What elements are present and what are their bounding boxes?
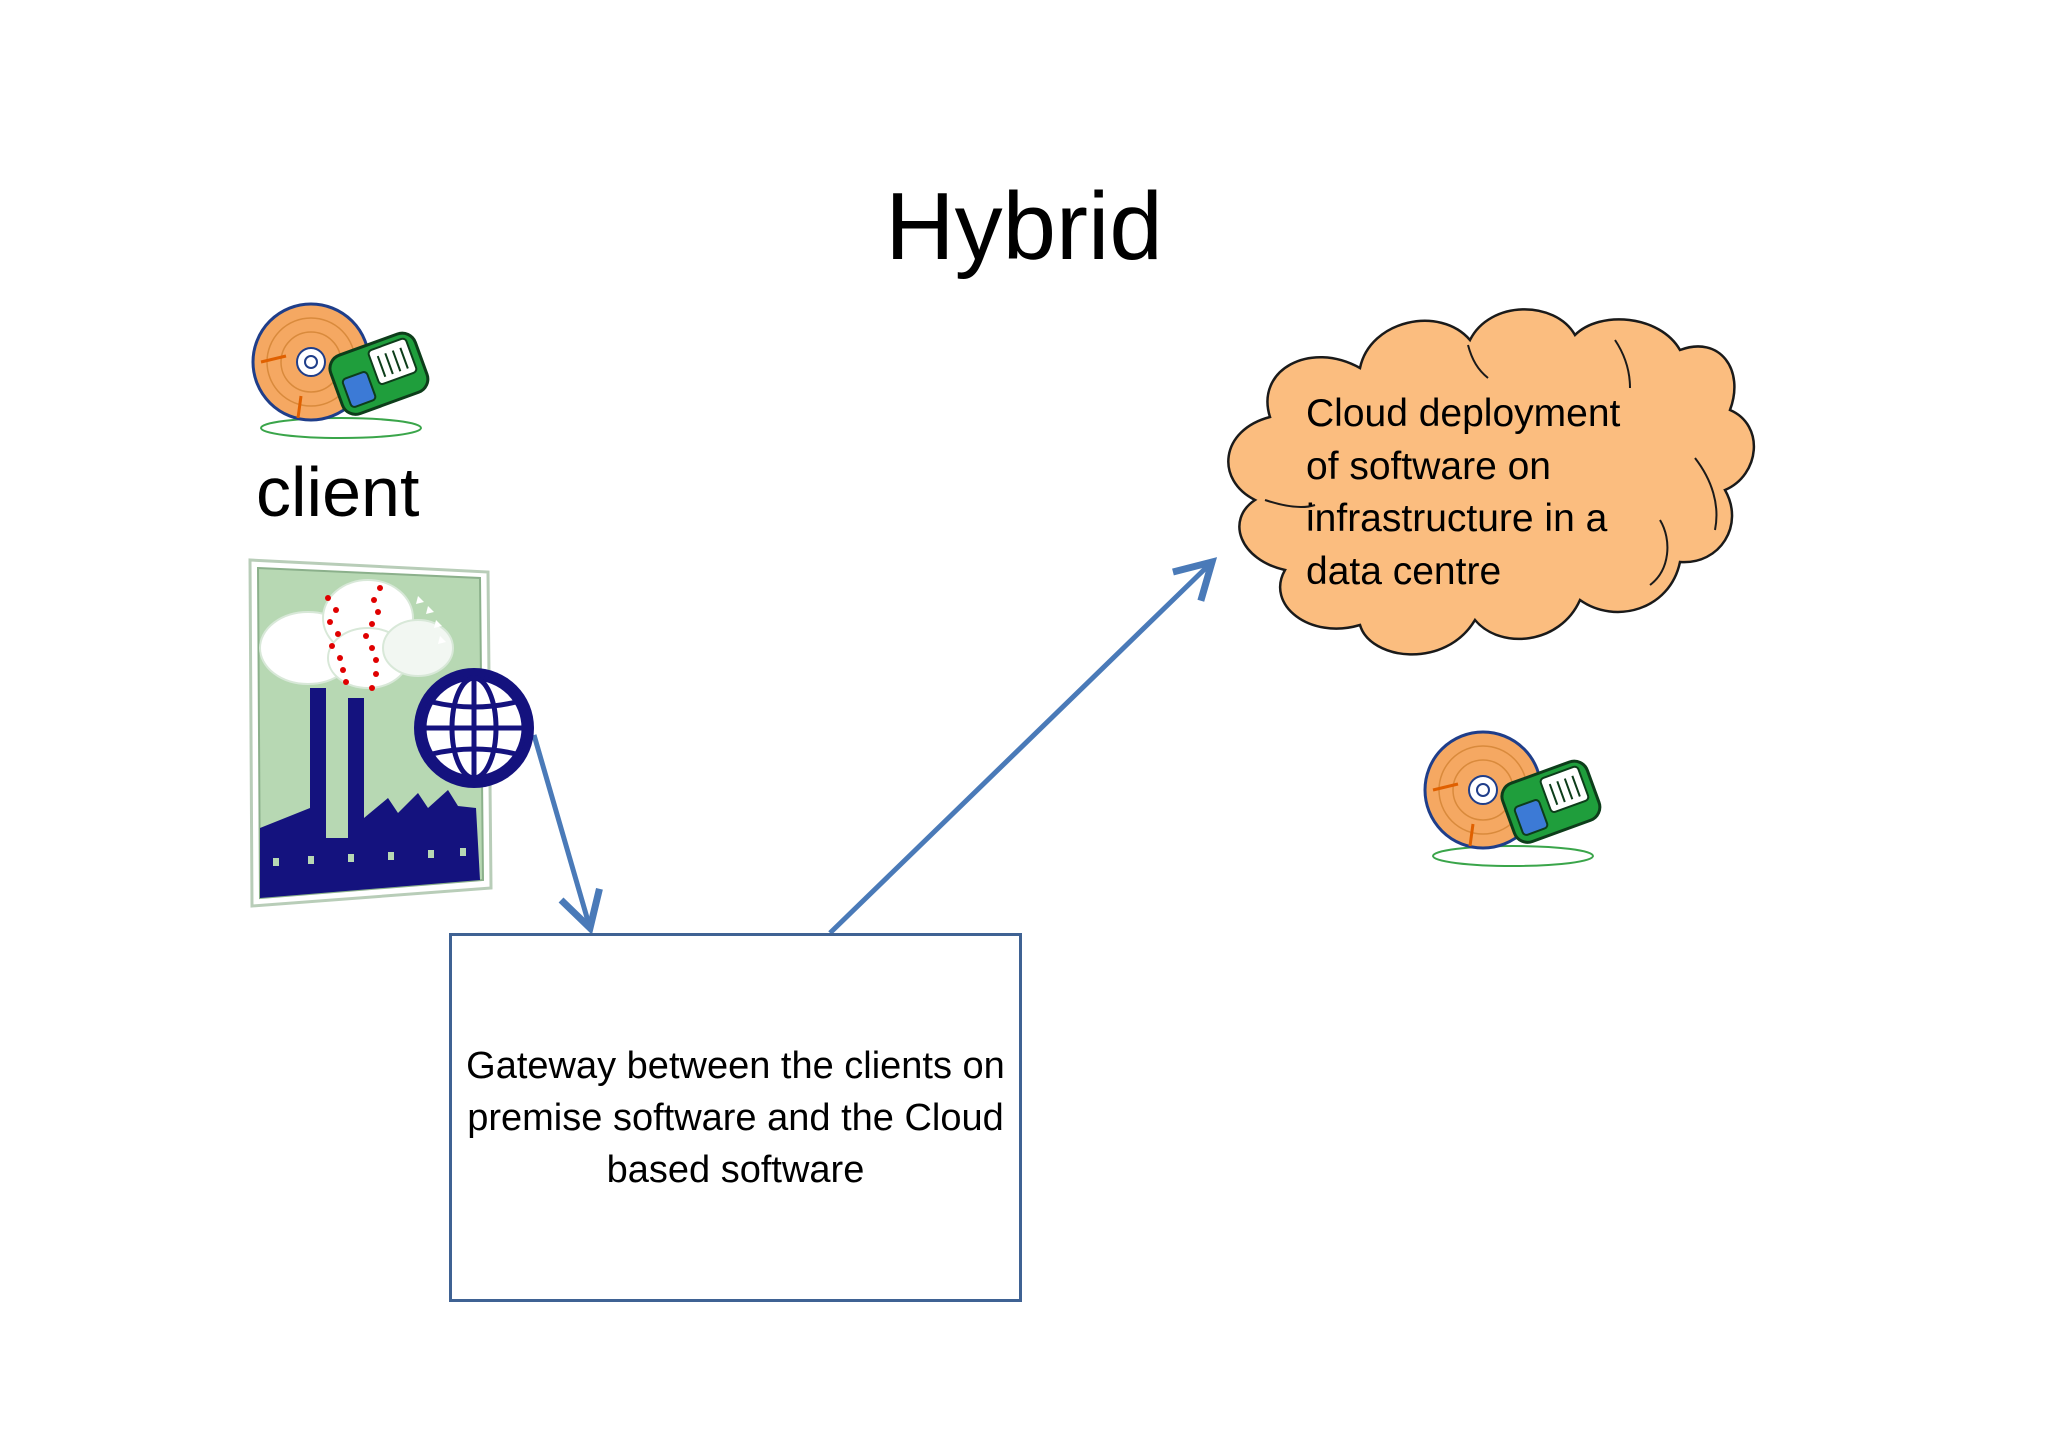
arrow-gateway-to-cloud xyxy=(828,557,1218,935)
cloud-shape xyxy=(1227,308,1755,656)
arrow-globe-to-gateway xyxy=(531,734,603,935)
cd-disk-icon xyxy=(1423,730,1602,867)
cloud-label: Cloud deployment of software on infrastr… xyxy=(1306,392,1621,593)
gateway-box: Gateway between the clients on premise s… xyxy=(449,933,1022,1302)
factory-icon xyxy=(248,558,493,908)
globe-icon xyxy=(414,668,534,788)
cd-disk-icon xyxy=(251,302,430,439)
slide-title: Hybrid xyxy=(885,173,1163,280)
client-label: client xyxy=(256,453,420,531)
gateway-label: Gateway between the clients on premise s… xyxy=(466,1044,1005,1191)
